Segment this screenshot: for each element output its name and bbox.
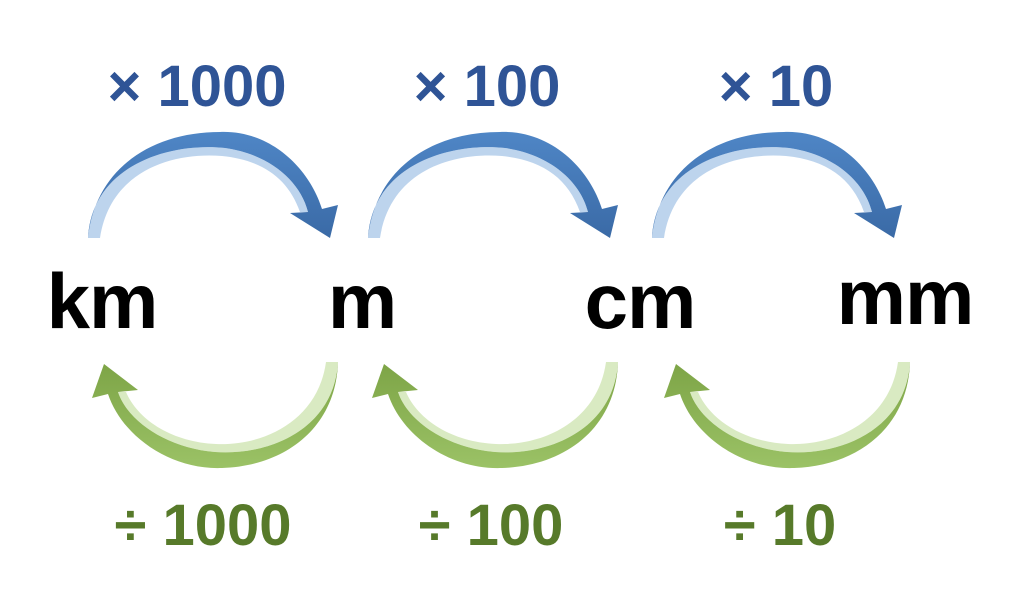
divide-arrow-icon-m-km (92, 362, 338, 469)
divide-arrow-icon-cm-m (372, 362, 618, 469)
divide-label-mm-cm: ÷ 10 (723, 493, 837, 558)
unit-m: m (327, 257, 397, 345)
unit-cm: cm (584, 257, 697, 345)
multiply-arrow-icon-m-cm (368, 131, 618, 238)
multiply-label-cm-mm: × 10 (718, 54, 834, 119)
unit-mm: mm (836, 253, 975, 341)
divide-arrow-icon-mm-cm (664, 362, 910, 469)
multiply-arrow-icon-km-m (88, 131, 338, 238)
unit-km: km (46, 257, 159, 345)
multiply-label-m-cm: × 100 (413, 54, 561, 119)
divide-label-cm-m: ÷ 100 (418, 493, 564, 558)
multiply-arrow-icon-cm-mm (652, 131, 902, 238)
multiply-label-km-m: × 1000 (107, 54, 287, 119)
divide-label-m-km: ÷ 1000 (114, 493, 292, 558)
